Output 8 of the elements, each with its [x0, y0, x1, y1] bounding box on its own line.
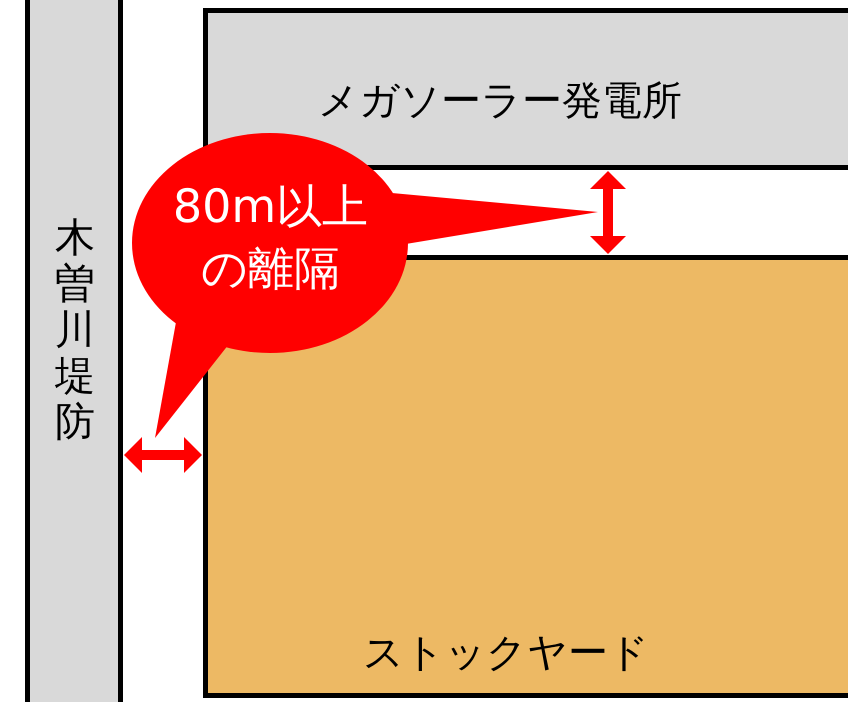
levee-label: 木曽川堤防 [55, 215, 96, 445]
double-arrow [590, 171, 626, 254]
double-arrow [124, 437, 202, 473]
callout-text: 80m以上の離隔 [172, 178, 370, 298]
area-label: メガソーラー発電所 [318, 77, 682, 126]
area-label: ストックヤード [363, 629, 649, 678]
levee-band [25, 0, 123, 702]
solar-plant-area [203, 8, 848, 170]
